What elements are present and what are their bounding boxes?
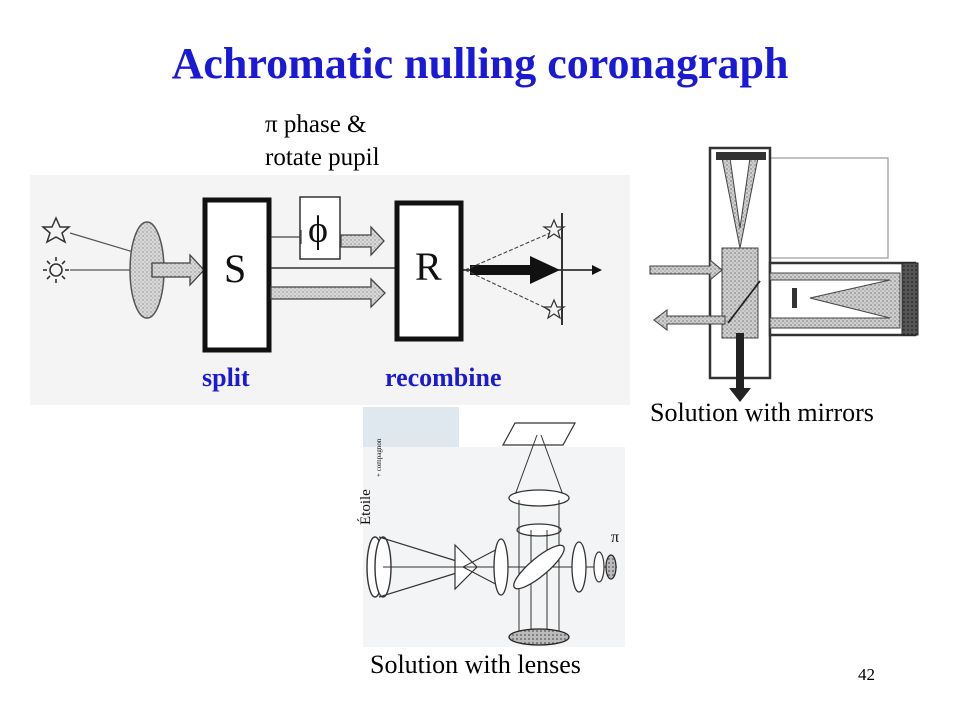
small-mirror: [792, 288, 797, 308]
output-ray-up: [464, 232, 551, 271]
phase-note: π phase & rotate pupil: [265, 108, 380, 174]
phase-note-line-2: rotate pupil: [265, 144, 380, 171]
output-beam-down-arrow: [729, 333, 751, 402]
top-lens: [508, 489, 570, 507]
beam-splitter: [727, 280, 761, 324]
output-arrow-tip: [592, 265, 602, 275]
mirror-frame-right: [769, 157, 889, 259]
mirror-solution-diagram: [649, 146, 919, 402]
etoile-sublabel: + compagnon: [375, 438, 383, 477]
companion-star-icon: [40, 216, 72, 244]
mirrors-caption: Solution with mirrors: [650, 398, 874, 427]
cone-top: [378, 536, 464, 564]
splitter-box: [202, 197, 272, 353]
cone-bottom: [378, 570, 464, 598]
phase-box-label: ϕ: [308, 209, 328, 251]
bottom-detector: [508, 628, 570, 646]
top-mirror: [716, 152, 766, 160]
phase-box: [299, 196, 341, 260]
splitter-box-label: S: [224, 246, 246, 291]
lens-solution-diagram: Étoile + compagnon π: [357, 407, 625, 647]
return-beam-arrow: [653, 308, 726, 332]
recombine-label: recombine: [385, 363, 502, 392]
recombiner-box: [394, 200, 464, 342]
lens-diagram-background-top: [363, 407, 459, 447]
top-beam-left: [514, 434, 538, 496]
arm-arrow-lower: [270, 277, 386, 309]
vertical-beam-column: [721, 247, 759, 339]
arm-arrow-upper: [340, 225, 385, 257]
phase-note-line-1: π phase &: [265, 111, 367, 138]
left-collimator-lens: [493, 538, 509, 596]
end-mirror: [901, 262, 919, 336]
upper-lens: [516, 523, 562, 537]
phase-mirror: [605, 554, 617, 580]
lenses-caption: Solution with lenses: [370, 650, 581, 679]
recombiner-box-label: R: [415, 244, 442, 289]
right-focus-lens: [593, 551, 605, 583]
split-recombine-diagram: S ϕ R: [30, 175, 630, 405]
image-star-top-icon: [542, 218, 566, 240]
output-arrow: [470, 256, 560, 284]
page-number: 42: [858, 665, 875, 684]
slide-title: Achromatic nulling coronagraph: [171, 39, 789, 88]
input-beam-arrow: [649, 258, 723, 282]
top-screen: [501, 422, 577, 446]
beam-arrow-to-splitter: [151, 253, 205, 287]
etoile-label: Étoile: [357, 489, 374, 525]
lens-diagram-background: [363, 447, 625, 647]
right-collimator-lens: [571, 541, 587, 593]
horizontal-beam: [769, 272, 901, 329]
star-icon: [43, 257, 69, 283]
image-star-bottom-icon: [542, 298, 566, 320]
pi-label: π: [611, 529, 619, 546]
arm-arrow-upper-left: [271, 230, 302, 244]
split-label: split: [202, 363, 250, 392]
output-ray-down: [464, 269, 551, 311]
diagonal-splitter: [513, 544, 565, 590]
top-beam-right: [540, 434, 564, 496]
